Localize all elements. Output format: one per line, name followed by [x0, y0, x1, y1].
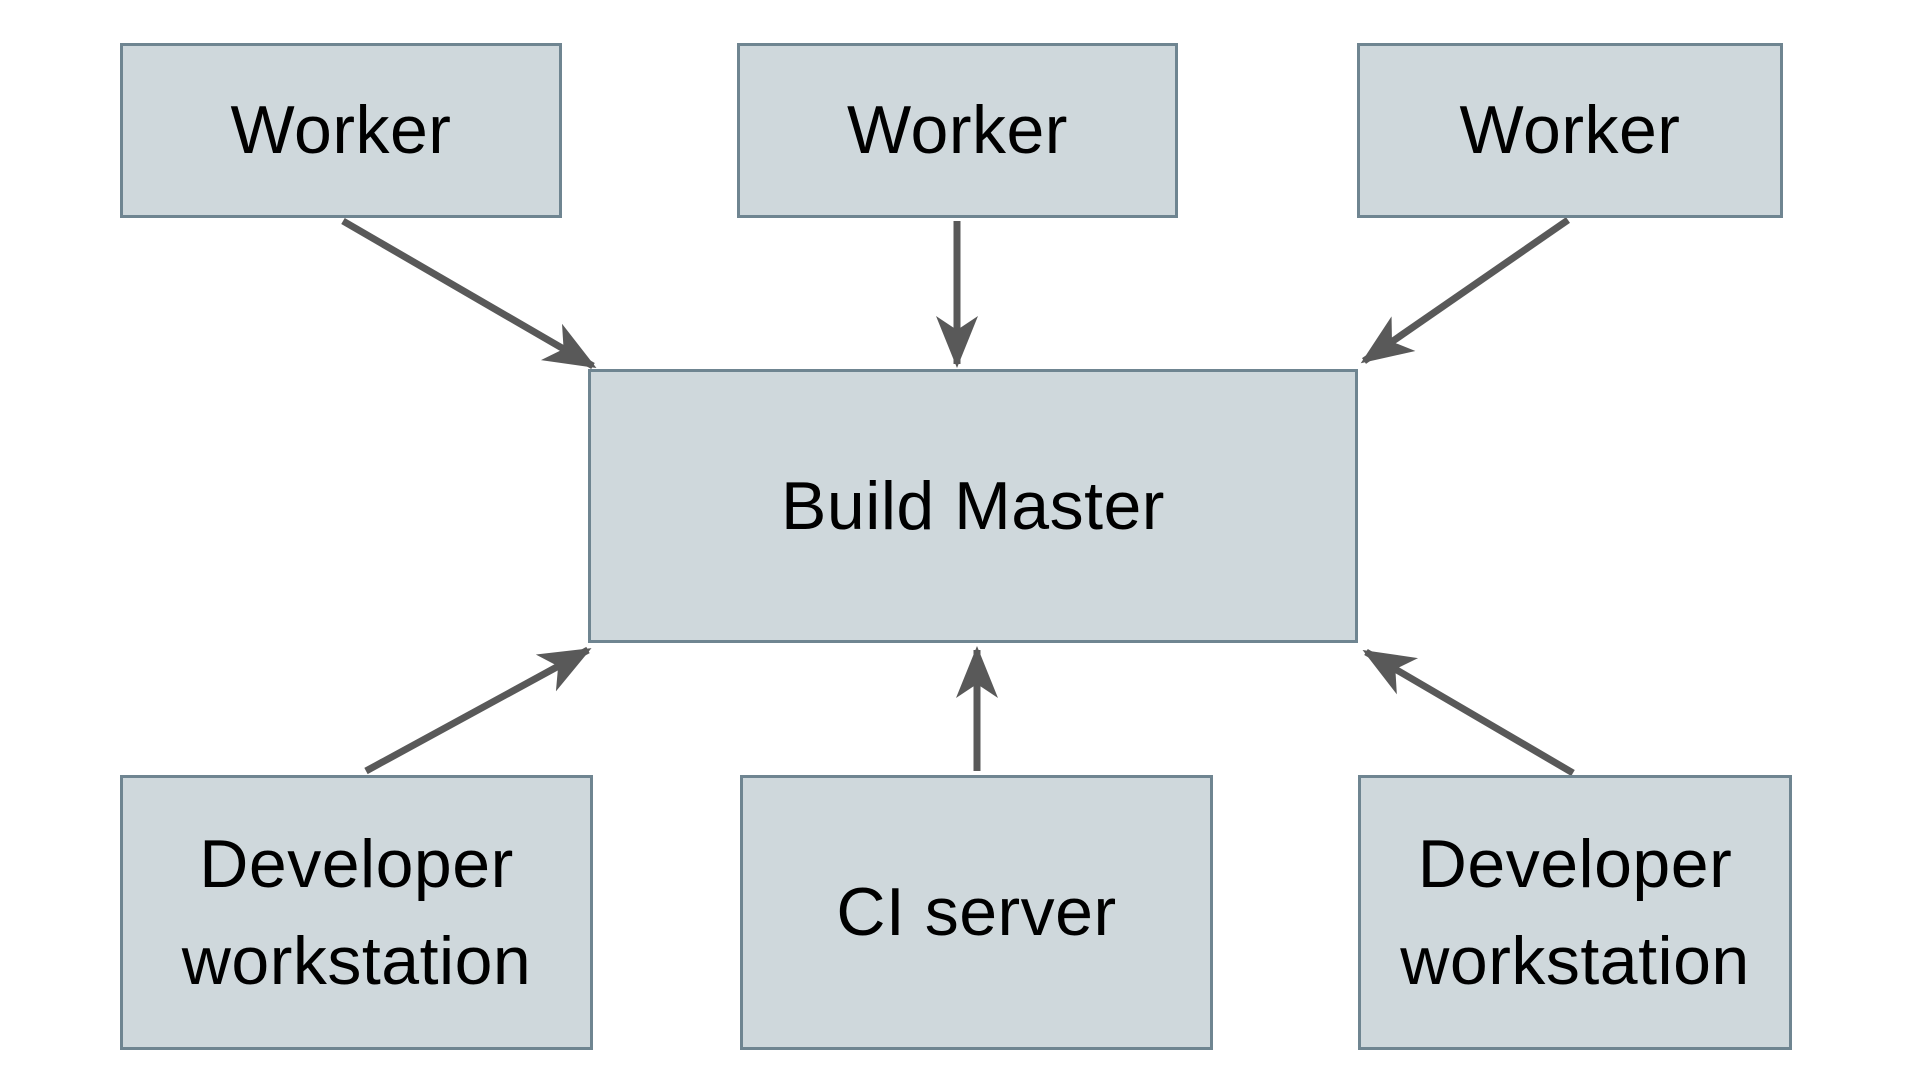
- node-developer-workstation-1: Developer workstation: [120, 775, 593, 1050]
- node-label-worker-2: Worker: [847, 92, 1068, 169]
- node-label-build-master: Build Master: [781, 467, 1165, 544]
- node-label-developer-workstation-1: Developer workstation: [181, 825, 532, 999]
- node-ci-server: CI server: [740, 775, 1213, 1050]
- arrow-worker-1-to-build-master: [341, 217, 597, 370]
- node-label-worker-3: Worker: [1459, 92, 1681, 169]
- node-developer-workstation-2: Developer workstation: [1358, 775, 1792, 1050]
- node-label-ci-server: CI server: [836, 874, 1117, 951]
- node-label-worker-1: Worker: [230, 92, 452, 169]
- arrow-developer-workstation-1-to-build-master: [364, 646, 592, 775]
- arrow-developer-workstation-2-to-build-master: [1362, 648, 1575, 777]
- node-worker-3: Worker: [1357, 43, 1783, 218]
- arrow-worker-3-to-build-master: [1360, 217, 1570, 364]
- node-label-developer-workstation-2: Developer workstation: [1400, 825, 1750, 999]
- node-build-master: Build Master: [588, 369, 1358, 643]
- node-worker-1: Worker: [120, 43, 562, 218]
- node-worker-2: Worker: [737, 43, 1178, 218]
